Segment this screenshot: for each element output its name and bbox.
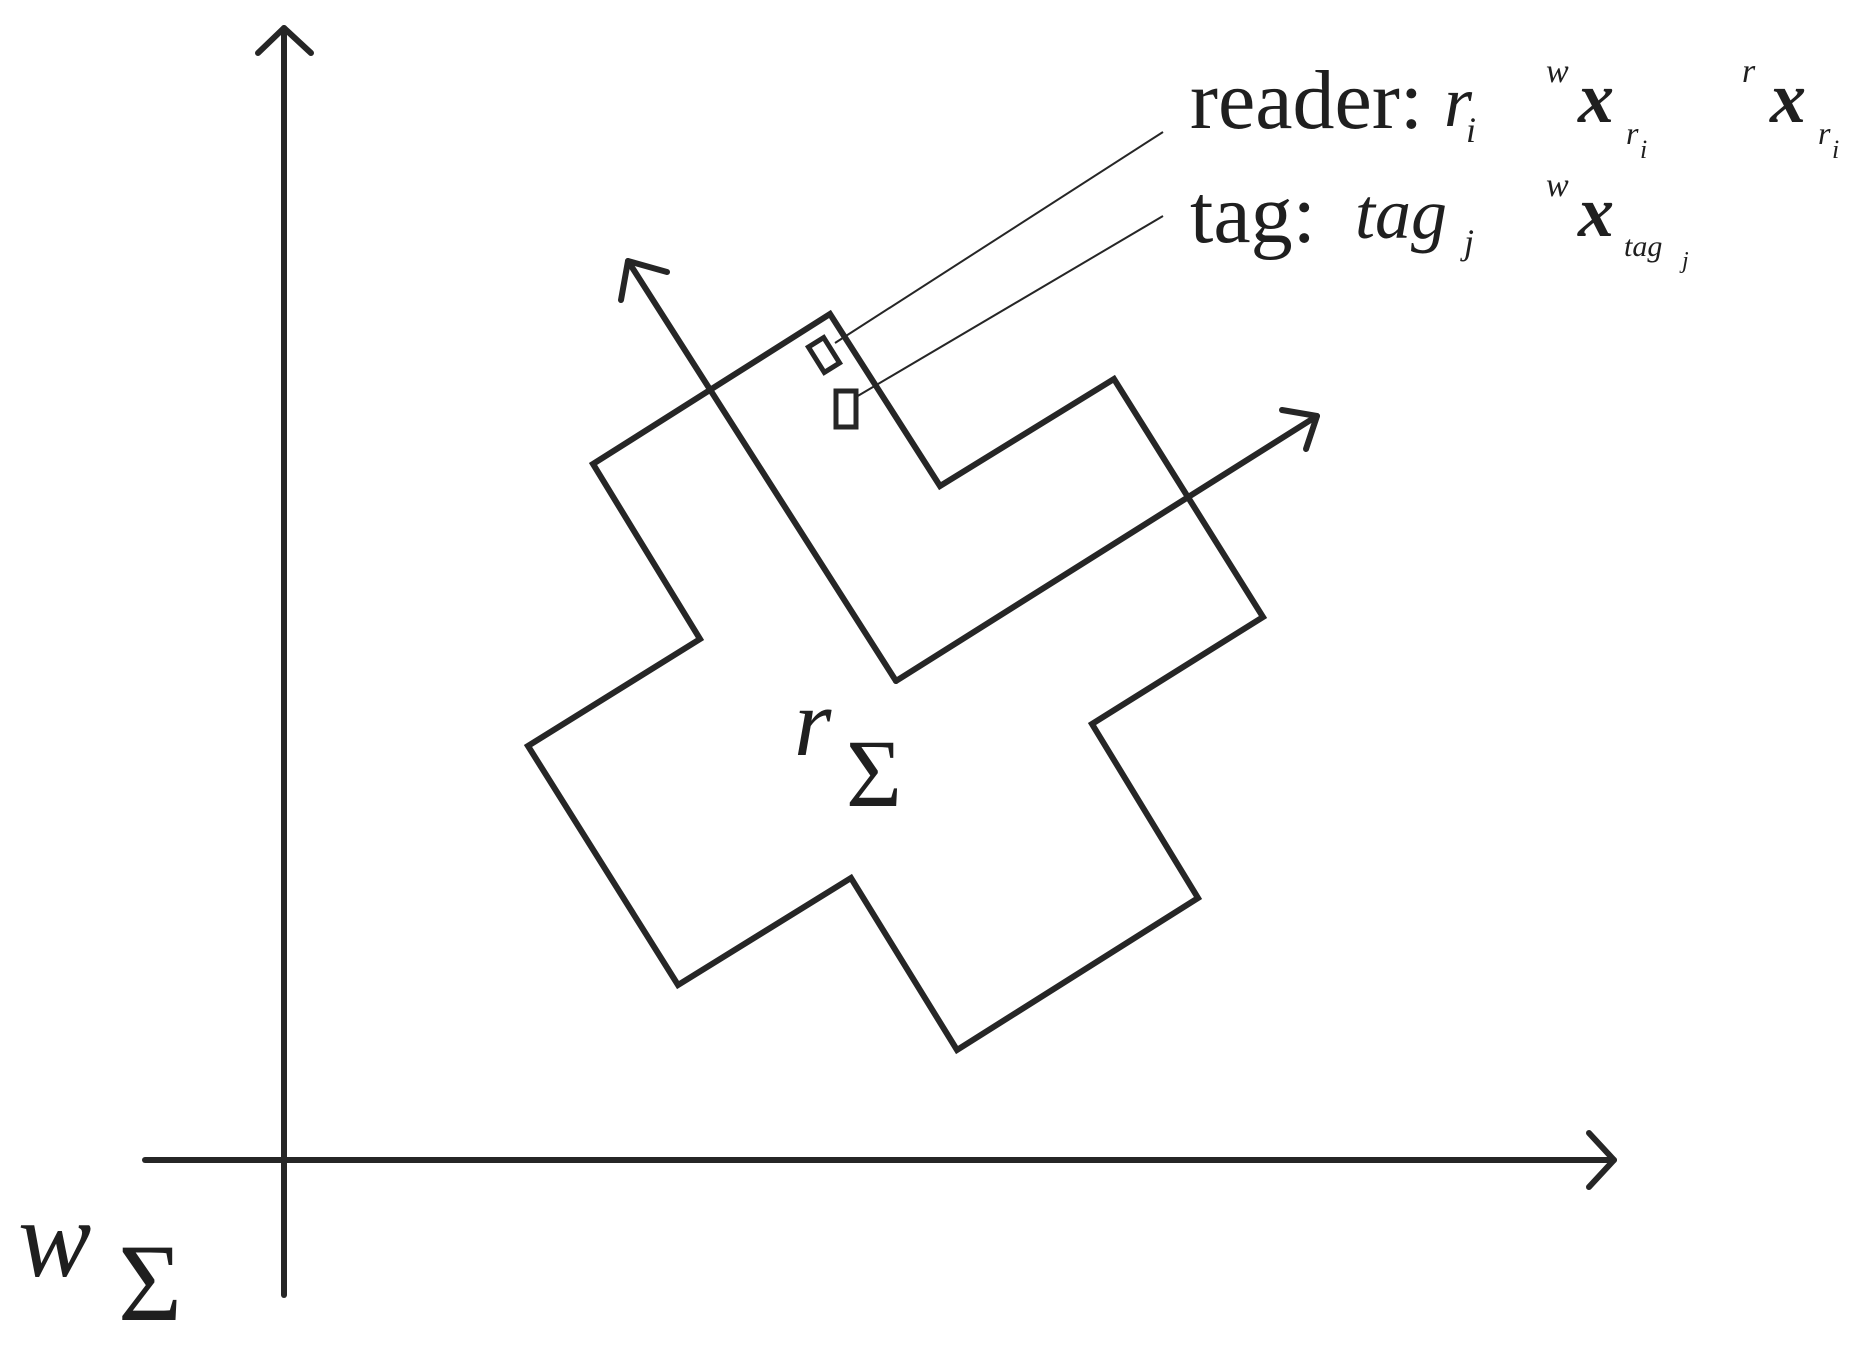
reader-symbol: r [1444,62,1473,142]
reader-label: reader: r i w x r i r x r i [1190,53,1839,164]
reader-robot-pos-symbol: x [1769,58,1806,138]
tag-marker [833,388,859,430]
tag-symbol: tag [1355,174,1447,254]
reader-leader-line [834,131,1164,344]
markers [804,334,859,430]
robot-y-axis [625,258,899,684]
tag-world-pos-symbol: x [1577,172,1614,252]
world-frame-axes [142,25,1617,1298]
robot-frame-superscript: r [794,669,832,776]
tag-leader-line [855,215,1164,398]
world-y-axis-arrowhead [255,25,314,56]
tag-subscript: j [1460,222,1474,262]
world-frame-symbol: Σ [118,1222,182,1344]
tag-world-pos-subsub: j [1679,248,1689,274]
reader-world-pos-sub: r [1626,115,1639,151]
reader-robot-pos-subsub: i [1832,135,1839,164]
world-frame-superscript: w [18,1178,91,1300]
robot-x-axis-arrowhead [1279,407,1320,452]
tag-label: tag: tag j w x tag j [1190,167,1689,274]
tag-world-pos-superscript: w [1546,167,1569,204]
world-x-axis-arrowhead [1586,1130,1617,1190]
reader-world-pos-superscript: w [1546,53,1569,90]
robot-body-outline [523,309,1268,1055]
world-frame-label: w Σ [18,1178,182,1344]
reader-world-pos-subsub: i [1640,135,1647,164]
reader-world-pos-symbol: x [1577,58,1614,138]
leader-lines [834,131,1164,398]
reader-subscript: i [1466,110,1476,150]
reader-prefix: reader: [1190,54,1423,147]
tag-prefix: tag: [1190,168,1316,261]
reader-robot-pos-superscript: r [1742,53,1756,90]
robot-frame-label: r Σ [794,669,902,827]
robot-frame-axes [618,258,1320,684]
robot-x-axis [893,413,1320,684]
robot-frame-symbol: Σ [846,720,902,827]
reader-robot-pos-sub: r [1818,115,1831,151]
reader-marker [804,334,844,376]
robot-y-axis-arrowhead [618,258,670,303]
tag-world-pos-sub: tag [1624,230,1662,263]
